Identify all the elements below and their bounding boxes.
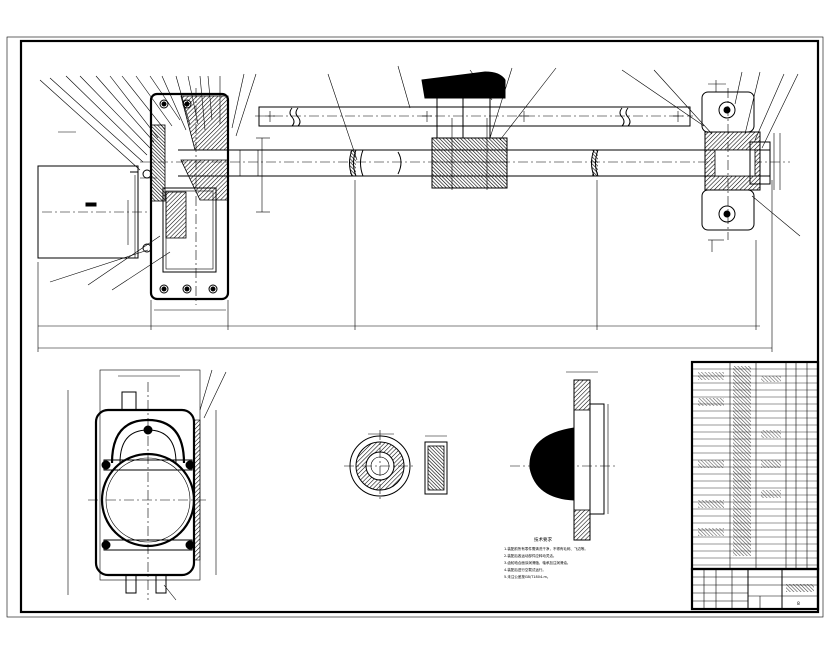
note-line-1: 1.装配前所有零件需清洗干净，不得有毛刺、飞边等。	[504, 546, 588, 551]
sheet-number: 8	[797, 601, 800, 607]
motor-housing	[37, 165, 150, 259]
dimension-lines	[37, 133, 781, 352]
main-assembly-view	[37, 65, 801, 352]
gear-section-detail	[424, 435, 448, 495]
sheet-border	[6, 36, 824, 618]
gearbox-housing	[140, 92, 230, 301]
side-view-housing	[67, 369, 227, 601]
nut-section-view	[510, 371, 616, 541]
guide-bar	[258, 106, 691, 127]
note-line-3: 3.齿轮啮合面涂润滑脂，轴承加注润滑油。	[504, 560, 570, 565]
note-line-5: 5.未注公差按GB/T1804-m。	[504, 574, 550, 579]
leader-lines	[39, 65, 801, 291]
note-line-4: 4.装配后进行空载试运行。	[504, 567, 546, 572]
slider-nut	[421, 71, 508, 190]
notes-title: 技术要求	[534, 536, 552, 543]
note-line-2: 2.装配后各运动部件应转动灵活。	[504, 553, 556, 558]
technical-notes: 技术要求 1.装配前所有零件需清洗干净，不得有毛刺、飞边等。 2.装配后各运动部…	[504, 536, 588, 579]
parts-list-table	[690, 360, 820, 571]
right-bearing-support	[701, 91, 775, 231]
bearing-detail	[344, 430, 416, 502]
title-block: 8	[690, 567, 820, 611]
